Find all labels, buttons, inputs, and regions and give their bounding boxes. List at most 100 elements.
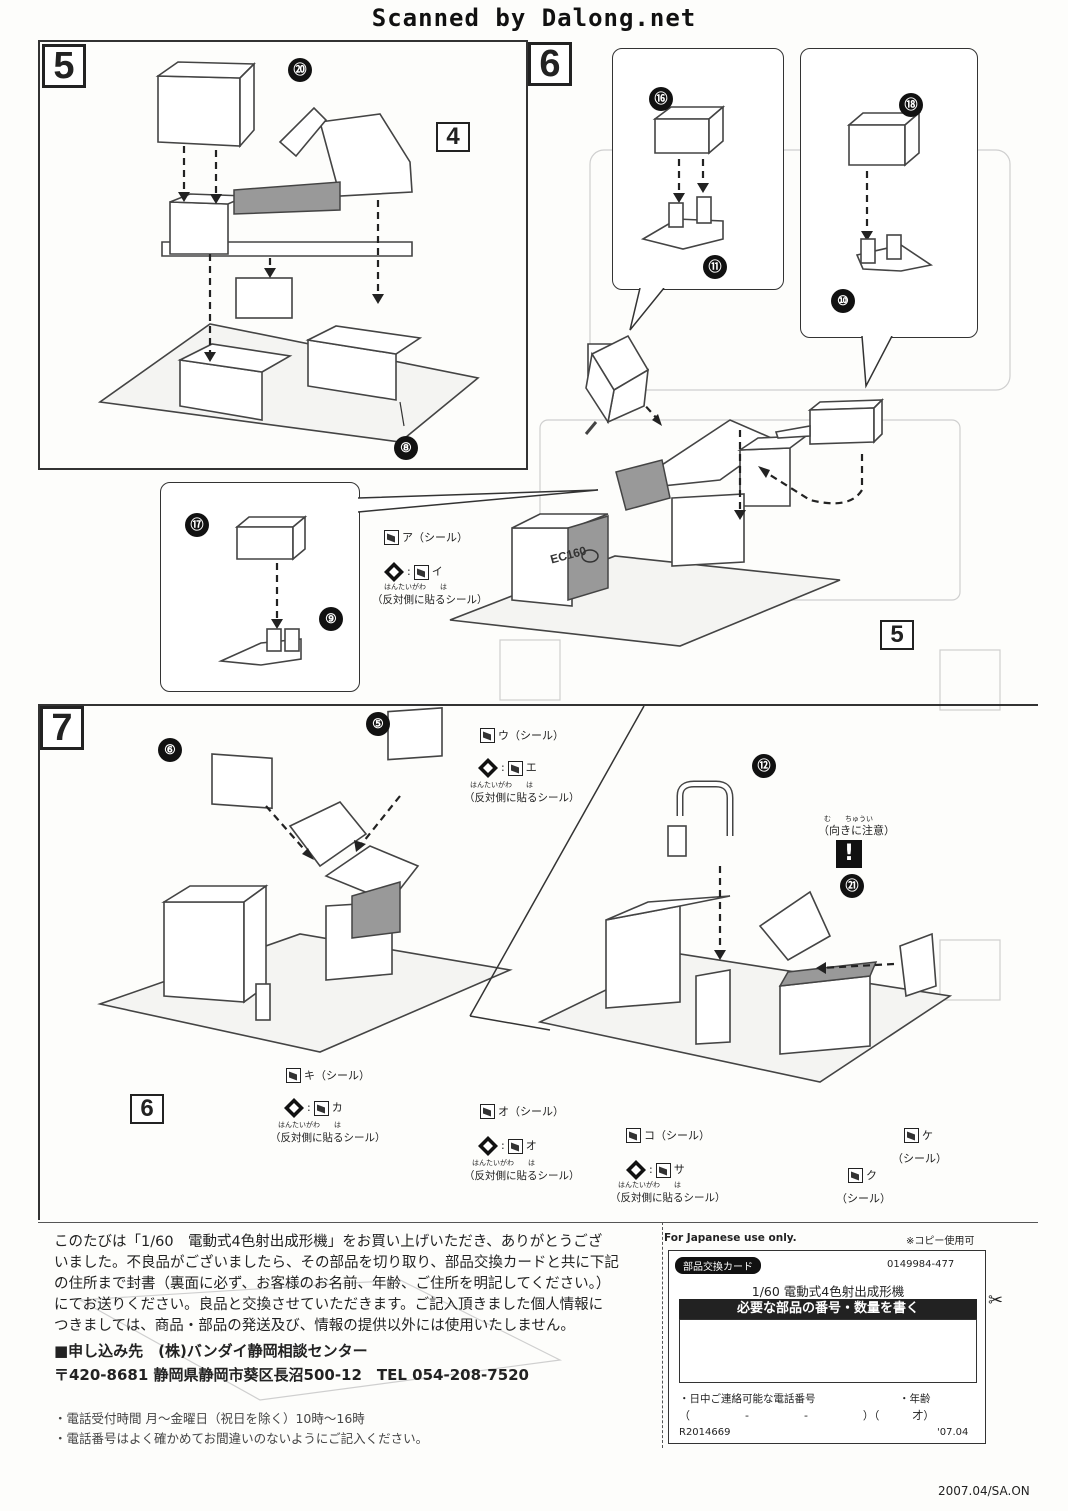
sticker-e-note: :エ [478, 758, 537, 778]
bubble-tail-17 [358, 489, 599, 513]
sticker-ku-sub: （シール） [836, 1192, 891, 1205]
reverse-side-icon [626, 1160, 646, 1180]
reverse-furigana: はんたいがわ は [278, 1121, 341, 1129]
cut-line [662, 1222, 664, 1448]
step6-number: 6 [528, 42, 572, 86]
sticker-u-note: ウ（シール） [480, 728, 564, 743]
step7-illustration [97, 706, 953, 1083]
notice-line: このたびは「1/60 電動式4色射出成形機」をお買い上げいただき、ありがとうござ [54, 1234, 603, 1250]
sticker-icon [655, 1162, 671, 1178]
sticker-icon [507, 760, 523, 776]
caution-furigana: む ちゅうい [824, 815, 873, 823]
bubble-tail-18 [861, 336, 893, 389]
notice-line: にてお送りください。良品と交換させていただきます。ご記入頂きました個人情報に [54, 1297, 604, 1313]
step5-illustration [97, 61, 480, 443]
sticker-icon [413, 564, 429, 580]
part17-9-illustration [217, 515, 308, 666]
sticker-o2-note: :オ [478, 1136, 537, 1156]
part16-11-illustration [640, 105, 726, 250]
reverse-side-icon [478, 758, 498, 778]
reverse-note: （反対側に貼るシール） [610, 1192, 726, 1204]
sticker-ku-note: ク [848, 1168, 877, 1183]
step5-ref: 5 [880, 620, 914, 650]
sticker-ke-sub: （シール） [892, 1152, 947, 1165]
injection-flat-part [774, 398, 884, 445]
part-6-label: ⑥ [158, 738, 182, 762]
step6-machine [449, 343, 864, 647]
reverse-furigana: はんたいがわ は [384, 583, 447, 591]
reverse-side-icon [284, 1098, 304, 1118]
sticker-icon [480, 728, 495, 743]
card-header: 必要な部品の番号・数量を書く [679, 1299, 977, 1319]
reverse-furigana: はんたいがわ は [470, 781, 533, 789]
bottom-section [38, 1222, 1038, 1453]
copy-ok-note: ※コピー使用可 [906, 1236, 975, 1247]
exchange-card: 部品交換カード 0149984-477 1/60 電動式4色射出成形機 必要な部… [668, 1250, 986, 1444]
bubble-tail-16 [629, 288, 665, 331]
bubble-part18-10: ⑱ ⑩ [800, 48, 978, 338]
part-10-label: ⑩ [831, 289, 855, 313]
sticker-icon [507, 1138, 523, 1154]
part-5-label: ⑤ [366, 712, 390, 736]
caution-note: （向きに注意） [818, 824, 895, 837]
sticker-icon [848, 1168, 863, 1183]
step7-number: 7 [40, 706, 84, 750]
age-label: ・年齢 [899, 1393, 931, 1405]
sticker-icon [313, 1100, 329, 1116]
step6-ref: 6 [130, 1094, 164, 1124]
caution-icon: ! [836, 840, 862, 868]
notice-line: の住所まで封書（裏面に必ず、お客様のお名前、年齢、ご住所を明記してください。） [54, 1276, 611, 1292]
reverse-side-icon [384, 562, 404, 582]
phone-label: ・日中ご連絡可能な電話番号 [679, 1393, 816, 1405]
part-17-label: ⑰ [185, 513, 209, 537]
sticker-a-note: ア（シール） [384, 530, 468, 545]
bubble-part16-11: ⑯ ⑪ [612, 48, 784, 290]
sticker-icon [286, 1068, 301, 1083]
sticker-icon [480, 1104, 495, 1119]
footer-code: 2007.04/SA.ON [938, 1484, 1030, 1498]
sticker-ko-note: コ（シール） [626, 1128, 710, 1143]
phone-check-note: ・電話番号はよく確かめてお間違いのないようにご記入ください。 [54, 1431, 429, 1446]
part-12-label: ⑫ [752, 754, 776, 778]
step7-panel [38, 704, 1038, 1220]
reverse-note: （反対側に貼るシール） [372, 594, 488, 606]
parts-entry-box[interactable] [679, 1319, 977, 1383]
card-serial: R2014669 [679, 1427, 731, 1438]
sticker-b-note: :イ [384, 562, 443, 582]
bubble-part17-9: ⑰ ⑨ [160, 482, 360, 692]
address-line: 〒420-8681 静岡県静岡市葵区長沼500-12 TEL 054-208-7… [54, 1366, 529, 1384]
notice-line: つきましては、商品・部品の発送及び、情報の提供以外には使用いたしません。 [54, 1318, 575, 1334]
sticker-icon [904, 1128, 919, 1143]
part-11-label: ⑪ [703, 255, 727, 279]
address-title: ■申し込み先 (株)バンダイ静岡相談センター [54, 1342, 368, 1360]
notice-paragraph: このたびは「1/60 電動式4色射出成形機」をお買い上げいただき、ありがとうござ… [54, 1232, 654, 1337]
part-16-label: ⑯ [649, 87, 673, 111]
for-japanese-note: For Japanese use only. [664, 1232, 797, 1244]
part18-10-illustration [846, 111, 934, 272]
sticker-icon [626, 1128, 641, 1143]
sticker-ki-note: キ（シール） [286, 1068, 370, 1083]
reverse-furigana: はんたいがわ は [472, 1159, 535, 1167]
part-18-label: ⑱ [899, 93, 923, 117]
injection-tilt-part [584, 334, 650, 435]
notice-line: いました。不良品がございましたら、その部品を切り取り、部品交換カードと共に下記 [54, 1255, 619, 1271]
sticker-ka-note: :カ [284, 1098, 343, 1118]
phone-field[interactable]: （ - - ）（ 才） [679, 1409, 935, 1422]
scissors-icon: ✂ [988, 1290, 1004, 1311]
part-21-label: ㉑ [840, 874, 864, 898]
reverse-note: （反対側に貼るシール） [464, 1170, 580, 1182]
sticker-o-note: オ（シール） [480, 1104, 564, 1119]
step5-number: 5 [42, 44, 86, 88]
sticker-icon [384, 530, 399, 545]
sticker-sa-note: :サ [626, 1160, 685, 1180]
reverse-side-icon [478, 1136, 498, 1156]
card-label: 部品交換カード [675, 1257, 761, 1274]
reverse-note: （反対側に貼るシール） [464, 792, 580, 804]
part-9-label: ⑨ [319, 607, 343, 631]
card-year: '07.04 [937, 1427, 969, 1438]
step4-ref: 4 [436, 122, 470, 152]
scan-banner: Scanned by Dalong.net [371, 4, 697, 32]
card-product: 1/60 電動式4色射出成形機 [751, 1284, 905, 1299]
step5-panel: 5 ⑳ 4 ⑧ [38, 40, 528, 470]
part-8-label: ⑧ [394, 436, 418, 460]
